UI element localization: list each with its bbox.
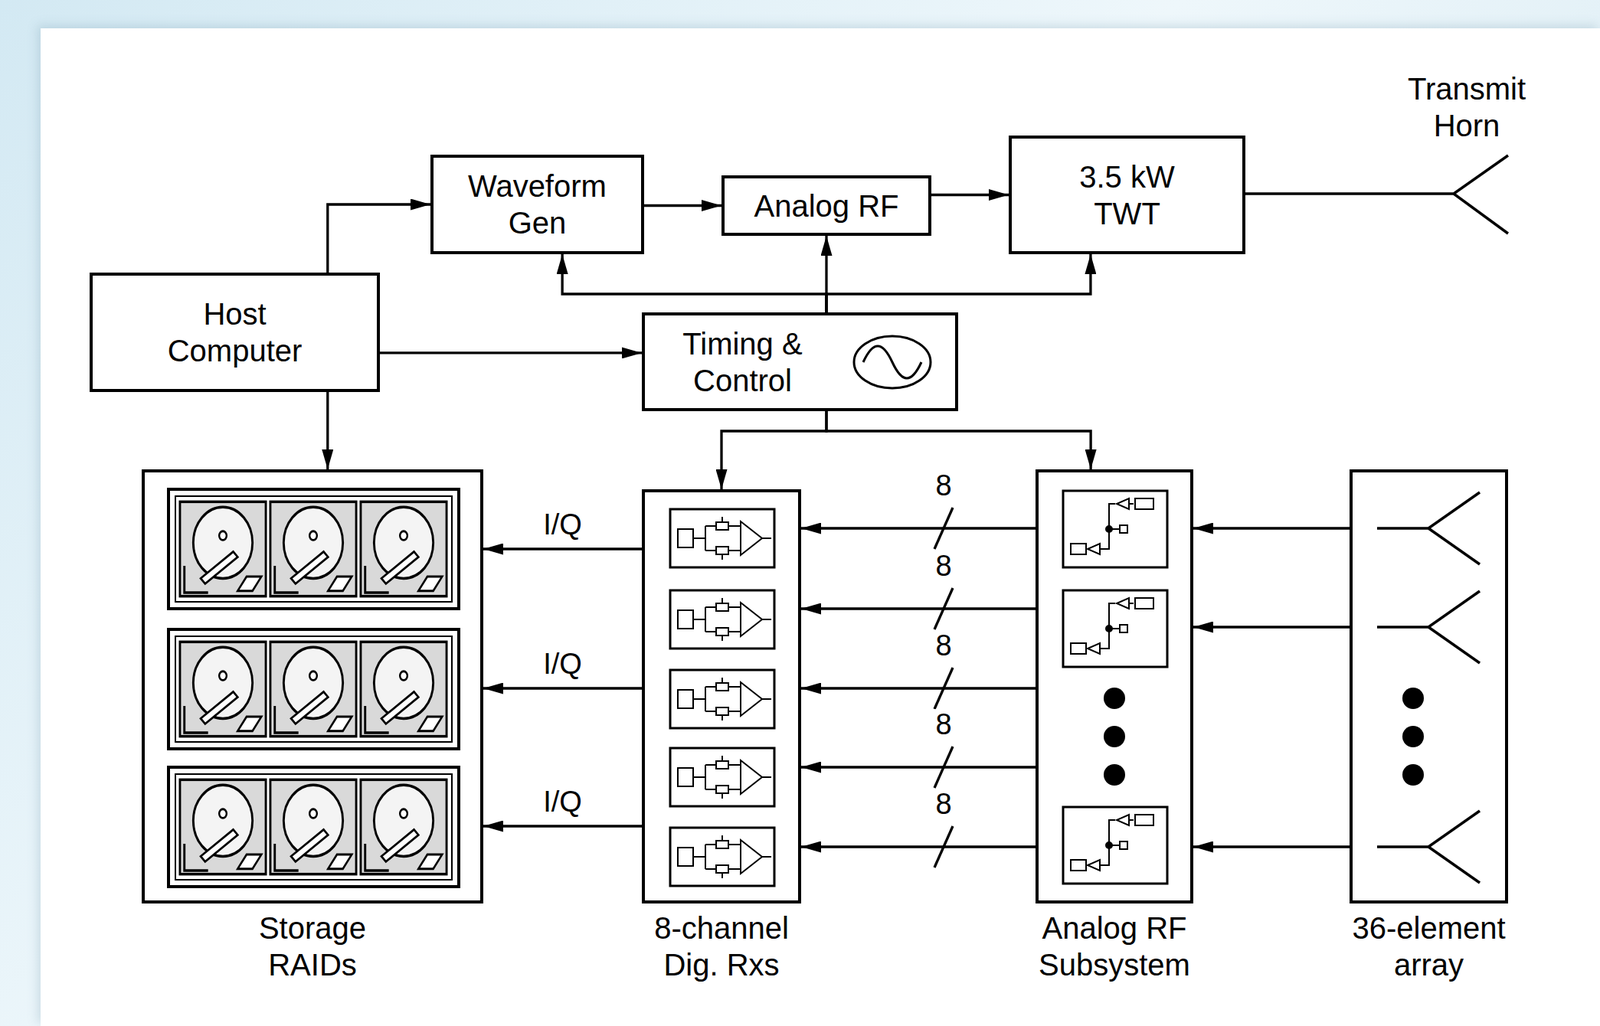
node-label: 3.5 kW TWT — [1062, 158, 1193, 233]
hard-disk — [360, 779, 447, 874]
signal-label: 8 — [932, 550, 954, 583]
hard-disk — [270, 501, 357, 596]
bus-width-slash — [934, 507, 953, 550]
process-box: Timing & Control — [641, 312, 959, 412]
storage-rack: Storage RAIDs — [141, 469, 484, 904]
bus-width-slash — [934, 826, 953, 868]
rf-module-card — [1063, 590, 1168, 668]
connector-arrow — [379, 351, 642, 354]
horn-antenna-symbol — [1370, 155, 1509, 234]
ellipsis-dot — [1103, 764, 1126, 786]
sine-wave — [863, 346, 922, 379]
raid-inner — [175, 496, 452, 603]
node-label: 36-element array — [1341, 909, 1518, 984]
node-label: Transmit Horn — [1397, 70, 1536, 144]
connector-arrow — [1245, 192, 1371, 195]
connector-arrow — [801, 765, 1036, 769]
signal-label: 8 — [932, 630, 954, 663]
node-label: Host Computer — [143, 295, 328, 370]
raid-row — [168, 489, 459, 609]
connector-arrow — [562, 254, 827, 313]
connector-arrow — [1193, 625, 1350, 629]
connector-arrow — [801, 845, 1036, 848]
ellipsis-dot — [1402, 687, 1424, 710]
hard-disk — [179, 779, 266, 874]
bus-width-slash — [934, 588, 953, 630]
connector-arrow — [721, 411, 827, 490]
connector-arrow — [483, 687, 642, 690]
raid-row — [168, 629, 459, 750]
node-label: Analog RF — [754, 187, 900, 225]
signal-label: I/Q — [540, 786, 585, 819]
connector-arrow — [801, 687, 1036, 690]
connector-arrow — [801, 607, 1036, 610]
node-label: 8-channel Dig. Rxs — [629, 909, 814, 984]
receiver-channel — [670, 590, 775, 649]
receiver-rack: 8-channel Dig. Rxs — [641, 489, 802, 904]
signal-label: 8 — [932, 788, 954, 822]
receiver-channel — [670, 827, 775, 887]
hard-disk — [360, 501, 447, 596]
node-label: Storage RAIDs — [228, 909, 397, 984]
ellipsis-dot — [1402, 764, 1424, 786]
rf-module-card — [1063, 807, 1168, 884]
raid-row — [168, 767, 459, 887]
connector-arrow — [327, 204, 431, 273]
node-label: Timing & Control — [670, 325, 816, 400]
connector-arrow — [801, 526, 1036, 530]
bus-width-slash — [934, 667, 953, 710]
receiver-channel — [670, 748, 775, 807]
connector-arrow — [826, 254, 1091, 313]
ellipsis-dot — [1402, 726, 1424, 748]
array-antenna — [1377, 591, 1480, 664]
signal-label: 8 — [932, 470, 954, 503]
rf-module-card — [1063, 490, 1168, 568]
bus-width-slash — [934, 746, 953, 789]
rf-subsystem-rack: Analog RF Subsystem — [1035, 469, 1194, 904]
transmit-horn: Transmit Horn — [1370, 68, 1563, 238]
hard-disk — [270, 779, 357, 874]
array-antenna — [1377, 492, 1480, 565]
antenna-array: 36-element array — [1349, 469, 1509, 904]
connector-arrow — [826, 411, 1091, 470]
raid-unit — [168, 629, 459, 750]
raid-unit — [168, 489, 459, 609]
node-label: Analog RF Subsystem — [1007, 909, 1222, 984]
hard-disk — [179, 501, 266, 596]
array-antenna — [1377, 811, 1480, 884]
signal-label: I/Q — [540, 648, 585, 681]
hard-disk — [360, 641, 447, 737]
connector-arrow — [483, 547, 642, 550]
receiver-channel — [670, 509, 775, 568]
hard-disk — [179, 641, 266, 737]
raid-inner — [175, 774, 452, 881]
process-box: Analog RF — [721, 175, 932, 236]
process-box: Host Computer — [89, 272, 380, 393]
connector-arrow — [931, 193, 1009, 197]
hard-disk — [270, 641, 357, 737]
ellipsis-dot — [1103, 726, 1126, 748]
connector-arrow — [644, 204, 722, 207]
oscillator-symbol — [853, 336, 931, 389]
connector-arrow — [483, 824, 642, 828]
signal-label: I/Q — [540, 509, 585, 542]
signal-label: 8 — [932, 709, 954, 742]
receiver-channel — [670, 670, 775, 729]
node-label: Waveform Gen — [457, 167, 619, 242]
raid-inner — [175, 636, 452, 743]
connector-arrow — [326, 392, 329, 470]
connector-arrow — [1193, 845, 1350, 848]
ellipsis-dot — [1103, 687, 1126, 710]
process-box: Waveform Gen — [430, 154, 645, 255]
connector-arrow — [1193, 526, 1350, 530]
process-box: 3.5 kW TWT — [1008, 135, 1246, 255]
raid-unit — [168, 767, 459, 887]
